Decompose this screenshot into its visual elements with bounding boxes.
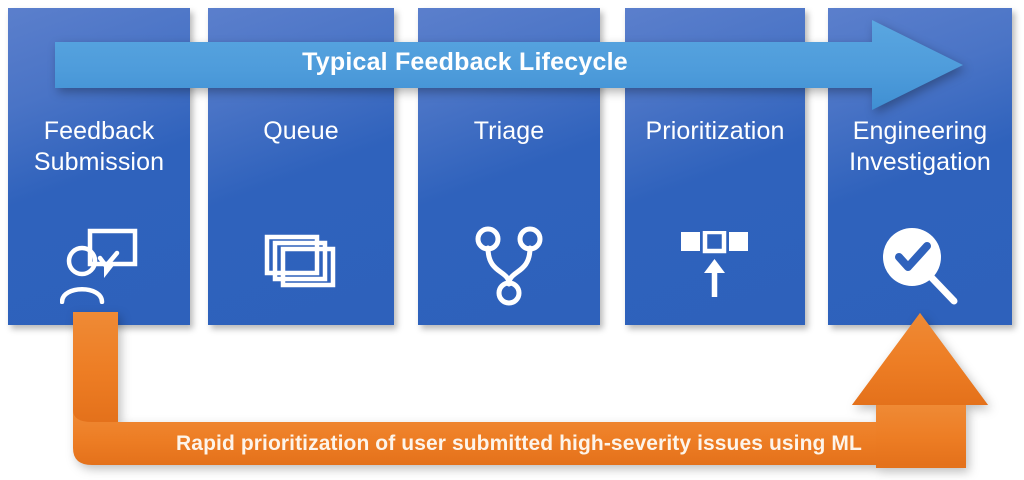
stage-label: Feedback Submission xyxy=(33,117,165,176)
ml-feedback-arrow xyxy=(50,300,990,480)
ml-arrow-caption: Rapid prioritization of user submitted h… xyxy=(176,432,862,455)
lifecycle-arrow-title: Typical Feedback Lifecycle xyxy=(302,48,628,76)
stage-label: Triage xyxy=(473,117,545,145)
stage-label: Queue xyxy=(263,117,339,145)
lifecycle-arrow xyxy=(55,20,963,110)
stage-label: Engineering Investigation xyxy=(849,117,991,176)
branch-merge-icon xyxy=(418,216,600,316)
stage-label: Prioritization xyxy=(645,117,785,145)
person-speech-bubble-icon xyxy=(8,216,190,316)
rank-squares-up-arrow-icon xyxy=(625,216,805,316)
stacked-cards-icon xyxy=(208,216,394,316)
magnifier-check-icon xyxy=(828,216,1012,316)
